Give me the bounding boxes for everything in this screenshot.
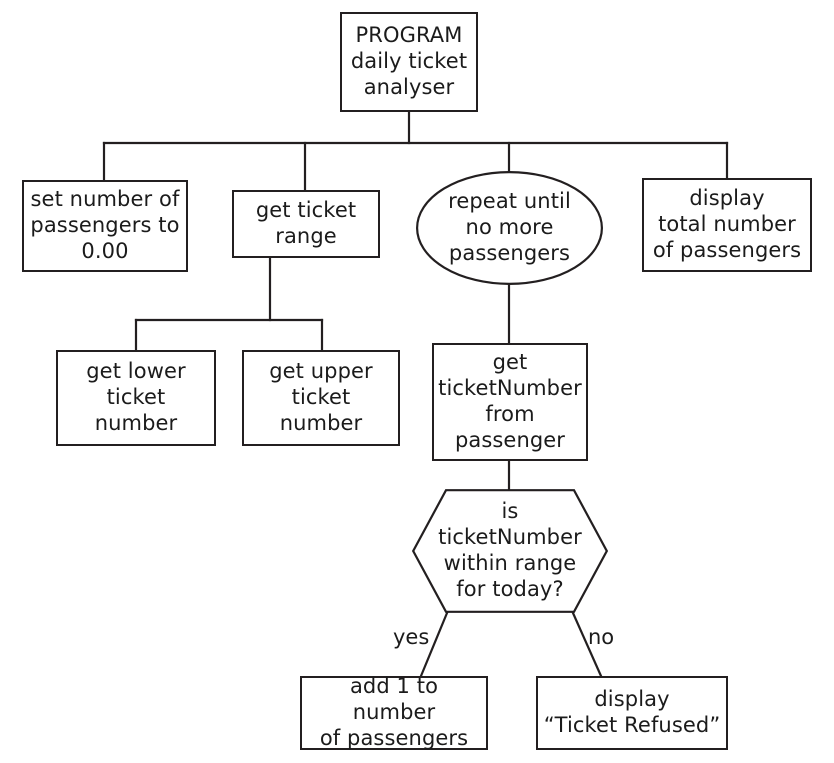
node-display-refused: display “Ticket Refused”: [536, 676, 728, 750]
node-decision-in-range-label: is ticketNumber within range for today?: [438, 499, 582, 601]
node-add-passenger-label: add 1 to number of passengers: [319, 674, 469, 750]
node-get-lower-ticket-label: get lower ticket number: [86, 359, 186, 435]
node-get-upper-ticket: get upper ticket number: [242, 350, 400, 446]
node-add-passenger: add 1 to number of passengers: [300, 674, 488, 750]
node-get-ticketnumber-label: get ticketNumber from passenger: [438, 350, 582, 452]
node-get-lower-ticket: get lower ticket number: [56, 350, 216, 446]
node-repeat-loop-label: repeat until no more passengers: [448, 189, 571, 265]
node-get-ticket-range-label: get ticket range: [255, 198, 357, 248]
node-get-ticket-range: get ticket range: [232, 190, 380, 258]
node-set-passengers: set number of passengers to 0.00: [22, 180, 188, 272]
edge-label-yes: yes: [393, 625, 430, 649]
node-decision-in-range: is ticketNumber within range for today?: [412, 489, 608, 613]
node-set-passengers-label: set number of passengers to 0.00: [30, 187, 180, 263]
node-get-upper-ticket-label: get upper ticket number: [269, 359, 373, 435]
edge-label-no: no: [588, 625, 615, 649]
node-display-total: display total number of passengers: [642, 178, 812, 272]
node-display-total-label: display total number of passengers: [652, 186, 802, 262]
node-get-ticketnumber: get ticketNumber from passenger: [432, 343, 588, 461]
node-program: PROGRAM daily ticket analyser: [340, 12, 478, 112]
node-repeat-loop: repeat until no more passengers: [416, 171, 603, 285]
node-program-label: PROGRAM daily ticket analyser: [350, 23, 468, 99]
node-display-refused-label: display “Ticket Refused”: [543, 687, 721, 737]
